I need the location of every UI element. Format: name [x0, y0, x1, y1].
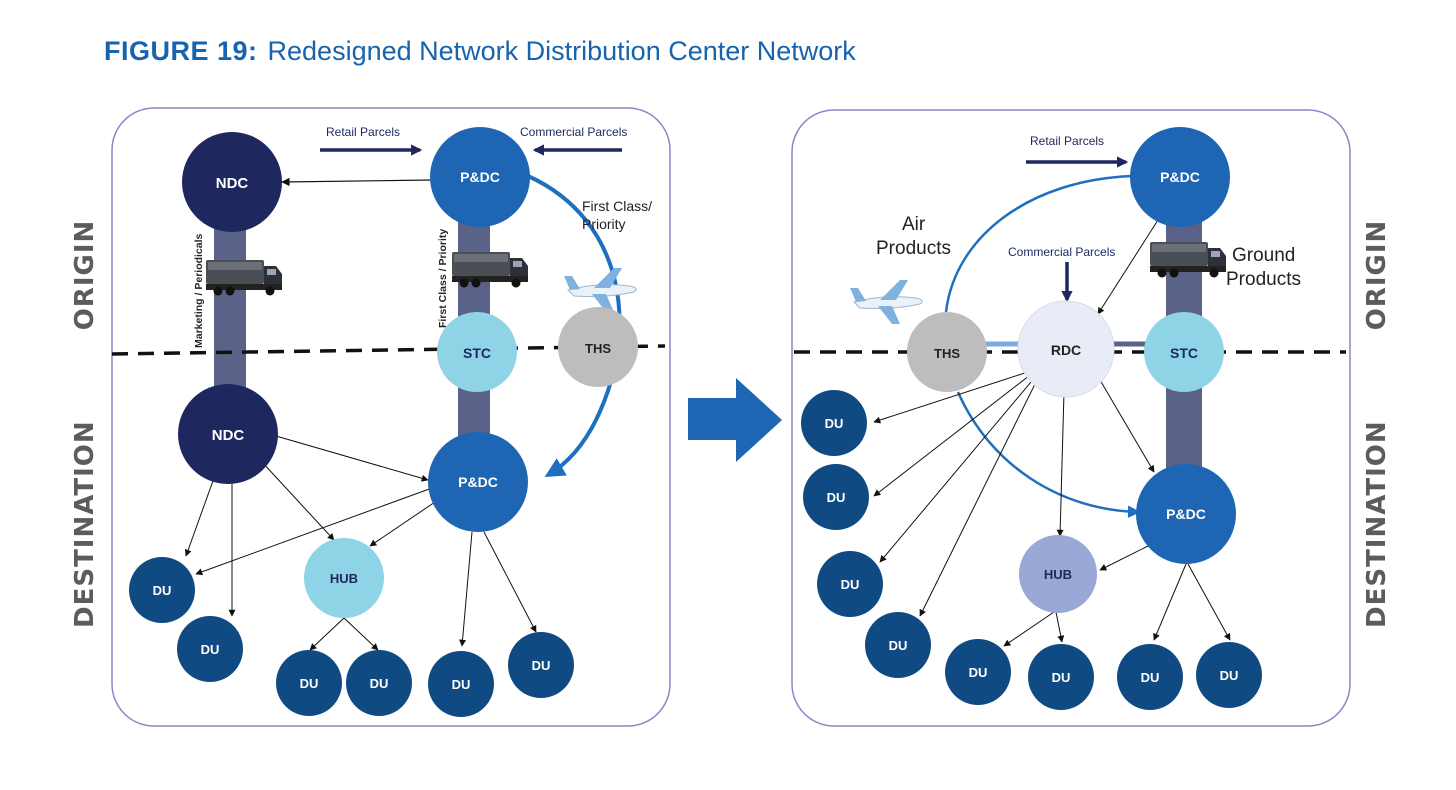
node-pdc-destination: P&DC — [428, 432, 528, 532]
node-label: DU — [1220, 668, 1239, 683]
node-du: DU — [817, 551, 883, 617]
node-label: P&DC — [458, 474, 498, 490]
node-label: DU — [201, 642, 220, 657]
figure-label: FIGURE 19: — [104, 36, 258, 66]
air-arc-down — [956, 391, 1141, 518]
edge — [483, 531, 537, 633]
node-label: THS — [585, 341, 611, 356]
node-label: DU — [153, 583, 172, 598]
node-label: DU — [1141, 670, 1160, 685]
node-label: THS — [934, 346, 960, 361]
node-label: P&DC — [1166, 506, 1206, 522]
edge — [309, 617, 345, 651]
ground-products-label-1: Ground — [1232, 245, 1295, 266]
node-du: DU — [177, 616, 243, 682]
node-ths-right: THS — [907, 312, 987, 392]
edge — [184, 477, 215, 557]
node-label: HUB — [330, 571, 358, 586]
node-ndc-origin: NDC — [182, 132, 282, 232]
edge — [1097, 219, 1159, 315]
node-pdc-origin-right: P&DC — [1130, 127, 1230, 227]
node-label: NDC — [212, 427, 245, 444]
first-class-vertical-label: First Class / Priority — [437, 229, 449, 328]
node-du: DU — [1117, 644, 1183, 710]
node-stc-left: STC — [437, 312, 517, 392]
node-label: DU — [827, 490, 846, 505]
node-label: P&DC — [1160, 169, 1200, 185]
node-ths-left: THS — [558, 307, 638, 387]
node-label: STC — [1170, 345, 1198, 361]
node-hub-right: HUB — [1019, 535, 1097, 613]
node-label: DU — [370, 676, 389, 691]
node-stc-right: STC — [1144, 312, 1224, 392]
ground-products-label-2: Products — [1226, 269, 1301, 290]
node-rdc: RDC — [1017, 300, 1115, 398]
figure-title: FIGURE 19: Redesigned Network Distributio… — [104, 36, 856, 67]
node-label: STC — [463, 345, 491, 361]
edge — [1153, 563, 1187, 641]
node-du: DU — [276, 650, 342, 716]
air-products-label-2: Products — [876, 238, 951, 259]
node-label: RDC — [1051, 342, 1081, 358]
node-du: DU — [1196, 642, 1262, 708]
first-class-priority-label-2: Priority — [582, 216, 626, 232]
node-pdc-origin: P&DC — [430, 127, 530, 227]
node-ndc-destination: NDC — [178, 384, 278, 484]
node-du: DU — [428, 651, 494, 717]
node-du: DU — [865, 612, 931, 678]
node-label: DU — [452, 677, 471, 692]
node-label: NDC — [216, 175, 249, 192]
edge-pdc-to-ndc — [281, 177, 433, 187]
node-pdc-destination-right: P&DC — [1136, 464, 1236, 564]
transition-arrow — [688, 378, 782, 462]
edge — [879, 375, 1037, 563]
node-label: HUB — [1044, 567, 1072, 582]
node-du: DU — [508, 632, 574, 698]
figure-title-text: Redesigned Network Distribution Center N… — [267, 36, 856, 66]
node-label: DU — [532, 658, 551, 673]
edge — [261, 461, 335, 541]
edge — [1187, 563, 1231, 641]
node-label: DU — [1052, 670, 1071, 685]
edge — [195, 487, 433, 576]
node-du: DU — [801, 390, 867, 456]
retail-parcels-label-right: Retail Parcels — [1030, 134, 1104, 148]
edge — [1003, 611, 1055, 647]
node-label: P&DC — [460, 169, 500, 185]
edge — [369, 499, 439, 547]
node-label: DU — [825, 416, 844, 431]
node-du: DU — [803, 464, 869, 530]
node-du: DU — [945, 639, 1011, 705]
edge — [919, 377, 1039, 617]
edge — [343, 617, 379, 651]
air-arc-up — [944, 174, 1133, 313]
edge — [1099, 545, 1149, 571]
edge — [873, 371, 1035, 497]
edge — [1099, 379, 1155, 473]
edge — [1055, 611, 1065, 643]
edge — [275, 435, 429, 482]
node-du: DU — [346, 650, 412, 716]
node-hub-left: HUB — [304, 538, 384, 618]
edge — [1056, 391, 1065, 537]
node-label: DU — [889, 638, 908, 653]
node-label: DU — [300, 676, 319, 691]
edge — [459, 531, 473, 647]
first-class-priority-label-1: First Class/ — [582, 198, 652, 214]
commercial-parcels-label-right: Commercial Parcels — [1008, 245, 1115, 259]
node-label: DU — [969, 665, 988, 680]
node-label: DU — [841, 577, 860, 592]
commercial-parcels-label-left: Commercial Parcels — [520, 125, 627, 139]
air-products-label-1: Air — [902, 214, 926, 235]
node-du: DU — [1028, 644, 1094, 710]
origin-destination-divider-left — [111, 344, 666, 356]
retail-parcels-label-left: Retail Parcels — [326, 125, 400, 139]
marketing-periodicals-label: Marketing / Periodicals — [193, 233, 205, 348]
node-du: DU — [129, 557, 195, 623]
edge — [873, 369, 1035, 424]
